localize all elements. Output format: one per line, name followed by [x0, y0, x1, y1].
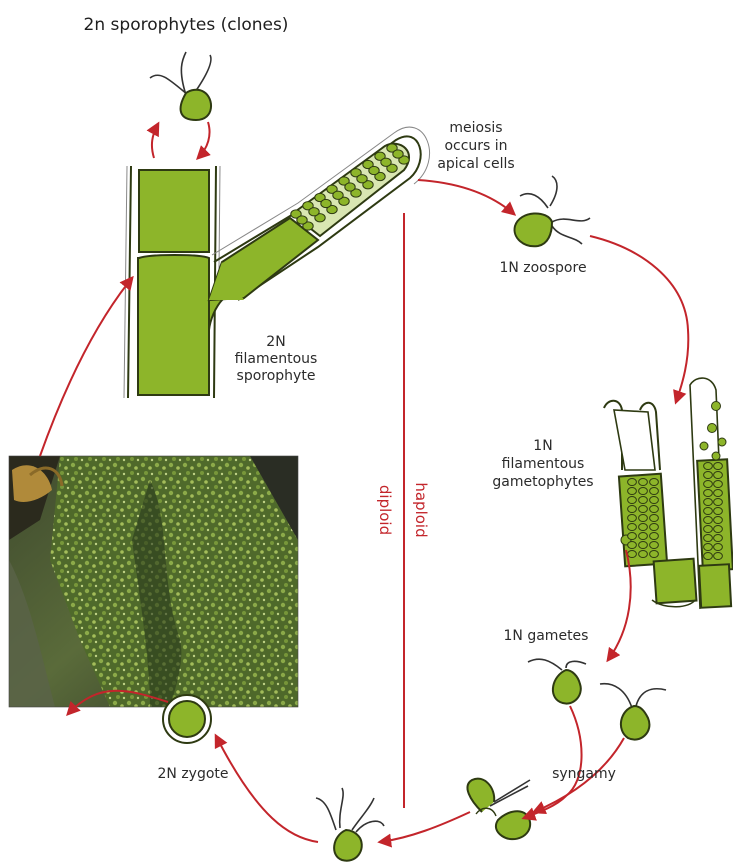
label-sporophyte-2: filamentous: [235, 351, 318, 367]
label-gametophytes-2: filamentous: [502, 456, 585, 472]
spore: [628, 496, 637, 503]
arrow-gamete-1: [524, 706, 582, 818]
spore: [639, 487, 648, 494]
arrow-to-sporophyte: [40, 278, 132, 456]
arrow-to-zoospore: [418, 180, 514, 214]
spore: [345, 183, 355, 191]
label-haploid: haploid: [412, 482, 430, 537]
label-clones: 2n sporophytes (clones): [84, 15, 289, 35]
arrow-to-gametophyte: [590, 236, 688, 402]
spore: [639, 532, 648, 539]
syngamy-fusing-gametes: [467, 779, 530, 840]
spore: [628, 523, 637, 530]
label-sporophyte-1: 2N: [266, 334, 285, 350]
spore: [297, 216, 307, 224]
label-gametophytes-1: 1N: [533, 438, 552, 454]
sporophyte-cell-top: [139, 170, 209, 252]
spore: [639, 496, 648, 503]
spore: [714, 543, 723, 550]
spore: [639, 550, 648, 557]
label-syngamy: syngamy: [552, 766, 616, 782]
spore: [714, 534, 723, 541]
spore: [714, 516, 723, 523]
spore: [321, 199, 331, 207]
arrow-to-zygote-cell: [216, 736, 318, 842]
gamete-1: [528, 659, 586, 703]
spore: [650, 541, 659, 548]
spore: [704, 516, 713, 523]
spore: [393, 150, 403, 158]
arrow-to-zygote: [380, 812, 470, 842]
zygote-with-flagella: [316, 788, 384, 861]
spore: [650, 532, 659, 539]
spore: [714, 552, 723, 559]
spore: [628, 514, 637, 521]
zoospore: [515, 176, 590, 246]
spore: [704, 471, 713, 478]
spore: [628, 541, 637, 548]
spore: [714, 471, 723, 478]
spore: [369, 166, 379, 174]
label-gametophytes-3: gametophytes: [492, 474, 593, 490]
spore: [628, 505, 637, 512]
spore: [704, 480, 713, 487]
spore: [309, 208, 319, 216]
spore: [333, 191, 343, 199]
spore: [357, 175, 367, 183]
label-zoospore: 1N zoospore: [499, 260, 586, 276]
spore: [714, 462, 723, 469]
arrow-from-clone: [198, 122, 210, 158]
spore: [650, 478, 659, 485]
zoospore-clone: [150, 52, 211, 120]
arrow-to-clone: [152, 124, 158, 158]
label-gametes: 1N gametes: [504, 628, 589, 644]
spore: [714, 498, 723, 505]
spore: [639, 505, 648, 512]
label-meiosis-3: apical cells: [437, 156, 514, 172]
spore: [704, 543, 713, 550]
spore: [650, 550, 659, 557]
spore: [704, 525, 713, 532]
spore: [650, 496, 659, 503]
spore: [639, 523, 648, 530]
spore: [639, 541, 648, 548]
spore: [628, 478, 637, 485]
spore: [714, 480, 723, 487]
spore: [381, 158, 391, 166]
label-diploid: diploid: [376, 485, 394, 535]
spore: [650, 487, 659, 494]
spore: [650, 505, 659, 512]
label-zygote: 2N zygote: [157, 766, 228, 782]
spore: [704, 507, 713, 514]
spore: [628, 487, 637, 494]
spore: [628, 532, 637, 539]
photo-of-algae-on-rock: [9, 456, 298, 707]
spore: [639, 478, 648, 485]
spore: [704, 498, 713, 505]
spore: [704, 489, 713, 496]
label-meiosis-2: occurs in: [444, 138, 507, 154]
spore: [714, 507, 723, 514]
spore: [704, 552, 713, 559]
spore: [639, 514, 648, 521]
spore: [704, 462, 713, 469]
spore: [714, 489, 723, 496]
spore: [714, 525, 723, 532]
label-sporophyte-3: sporophyte: [237, 368, 316, 384]
spore: [650, 523, 659, 530]
spore: [628, 550, 637, 557]
label-meiosis-1: meiosis: [449, 120, 502, 136]
spore: [704, 534, 713, 541]
gamete-2: [600, 684, 666, 740]
zygote-cell: [163, 695, 211, 743]
spore: [650, 514, 659, 521]
